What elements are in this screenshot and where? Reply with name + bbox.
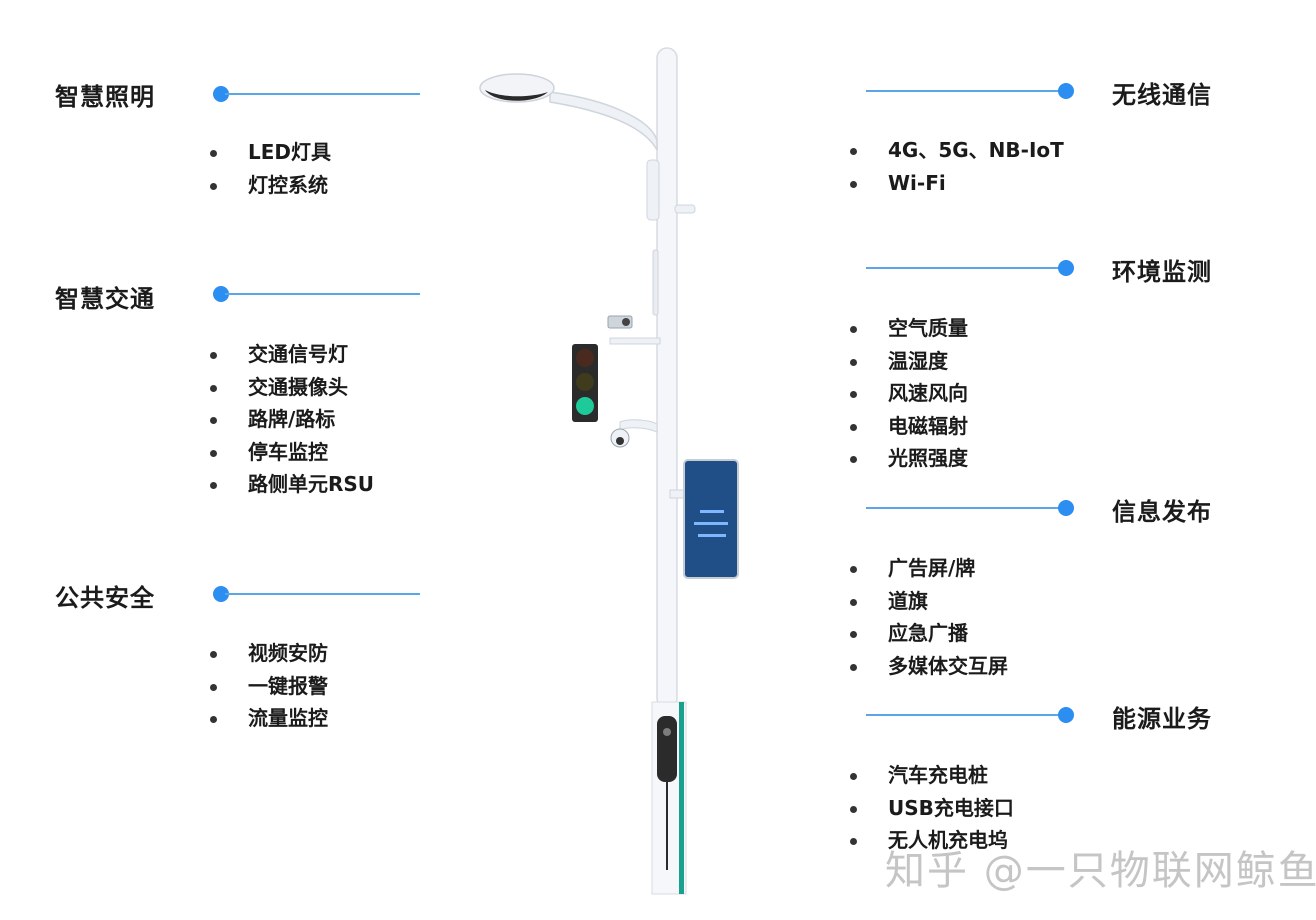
traffic-light-green xyxy=(576,397,594,415)
list-item: USB充电接口 xyxy=(850,792,1014,825)
antenna xyxy=(652,249,659,316)
connector-line xyxy=(225,93,420,95)
list-item: 应急广播 xyxy=(850,617,1008,650)
list-item: 电磁辐射 xyxy=(850,410,968,443)
pole-shaft xyxy=(656,47,678,709)
item-list: 空气质量 温湿度 风速风向 电磁辐射 光照强度 xyxy=(850,312,968,475)
item-list: 视频安防 一键报警 流量监控 xyxy=(210,637,328,735)
list-item: Wi-Fi xyxy=(850,167,1064,200)
list-item: 光照强度 xyxy=(850,442,968,475)
section-title: 智慧照明 xyxy=(55,83,155,111)
ev-charger xyxy=(657,716,677,782)
section-title: 无线通信 xyxy=(1112,81,1212,109)
list-item: 广告屏/牌 xyxy=(850,552,1008,585)
list-item: 一键报警 xyxy=(210,670,328,703)
lamp-arm xyxy=(549,91,658,151)
list-item: 流量监控 xyxy=(210,702,328,735)
watermark: 知乎 @一只物联网鲸鱼 xyxy=(885,848,1316,894)
connector-dot xyxy=(1058,260,1074,276)
connector-dot xyxy=(213,86,229,102)
connector-line xyxy=(225,593,420,595)
traffic-light-red xyxy=(576,349,594,367)
section-title: 信息发布 xyxy=(1112,498,1212,526)
traffic-light-yellow xyxy=(576,373,594,391)
list-item: LED灯具 xyxy=(210,136,331,169)
connector-dot xyxy=(213,286,229,302)
charger-stripe xyxy=(679,702,684,894)
list-item: 道旗 xyxy=(850,585,1008,618)
item-list: 广告屏/牌 道旗 应急广播 多媒体交互屏 xyxy=(850,552,1008,682)
connector-line xyxy=(866,90,1061,92)
list-item: 路侧单元RSU xyxy=(210,468,374,501)
connector-dot xyxy=(213,586,229,602)
list-item: 温湿度 xyxy=(850,345,968,378)
list-item: 路牌/路标 xyxy=(210,403,374,436)
connector-line xyxy=(866,267,1061,269)
camera-arm xyxy=(609,337,661,345)
connector-line xyxy=(225,293,420,295)
section-title: 公共安全 xyxy=(55,584,155,612)
lamp-lens xyxy=(485,90,548,101)
connector-dot xyxy=(1058,707,1074,723)
info-screen-bracket xyxy=(669,489,686,499)
item-list: LED灯具 灯控系统 xyxy=(210,136,331,201)
list-item: 停车监控 xyxy=(210,436,374,469)
list-item: 风速风向 xyxy=(850,377,968,410)
info-screen xyxy=(683,459,739,579)
dome-camera-arm xyxy=(619,419,658,433)
smart-pole-illustration xyxy=(479,47,739,895)
usb-bracket xyxy=(674,204,696,214)
list-item: 多媒体交互屏 xyxy=(850,650,1008,683)
connector-dot xyxy=(1058,500,1074,516)
connector-line xyxy=(866,714,1061,716)
section-title: 环境监测 xyxy=(1112,258,1212,286)
list-item: 视频安防 xyxy=(210,637,328,670)
item-list: 交通信号灯 交通摄像头 路牌/路标 停车监控 路侧单元RSU xyxy=(210,338,374,501)
item-list: 4G、5G、NB-IoT Wi-Fi xyxy=(850,134,1064,199)
list-item: 交通信号灯 xyxy=(210,338,374,371)
list-item: 无人机充电坞 xyxy=(850,824,1014,857)
connector-dot xyxy=(1058,83,1074,99)
connector-line xyxy=(866,507,1061,509)
list-item: 灯控系统 xyxy=(210,169,331,202)
list-item: 汽车充电桩 xyxy=(850,759,1014,792)
list-item: 交通摄像头 xyxy=(210,371,374,404)
list-item: 空气质量 xyxy=(850,312,968,345)
list-item: 4G、5G、NB-IoT xyxy=(850,134,1064,167)
upper-bracket xyxy=(646,159,660,221)
section-title: 智慧交通 xyxy=(55,285,155,313)
section-title: 能源业务 xyxy=(1112,705,1212,733)
item-list: 汽车充电桩 USB充电接口 无人机充电坞 xyxy=(850,759,1014,857)
